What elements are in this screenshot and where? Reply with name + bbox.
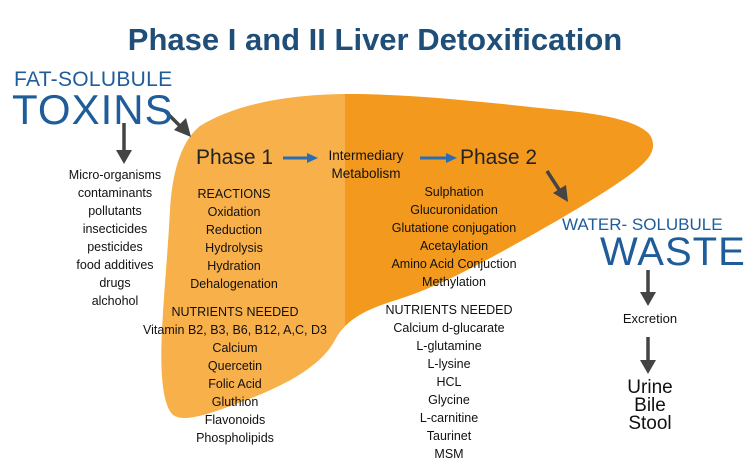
liver-left-lobe bbox=[161, 94, 345, 419]
phase2-nutrients-list: NUTRIENTS NEEDED Calcium d-glucarate L-g… bbox=[384, 301, 514, 463]
list-item: HCL bbox=[436, 375, 462, 389]
list-item: Vitamin B2, B3, B6, B12, A,C, D3 bbox=[143, 323, 327, 337]
list-item: Micro-organisms bbox=[68, 168, 162, 182]
list-item: Folic Acid bbox=[208, 377, 262, 391]
fat-soluble-label: FAT-SOLUBULE bbox=[14, 68, 173, 91]
phase2-reactions-list: Sulphation Glucuronidation Glutatione co… bbox=[372, 183, 536, 291]
list-item: L-glutamine bbox=[416, 339, 482, 353]
output-bile: Bile bbox=[634, 395, 666, 416]
list-item: Glutatione conjugation bbox=[391, 221, 517, 235]
list-item: Flavonoids bbox=[204, 413, 266, 427]
page-title: Phase I and II Liver Detoxification bbox=[127, 22, 623, 57]
list-item: contaminants bbox=[77, 186, 153, 200]
list-item: food additives bbox=[76, 258, 154, 272]
list-item: Oxidation bbox=[207, 205, 261, 219]
arrow-excretion-to-outputs bbox=[640, 337, 656, 374]
list-item: Acetaylation bbox=[419, 239, 489, 253]
list-item: Taurinet bbox=[426, 429, 472, 443]
list-item: Hydration bbox=[207, 259, 261, 273]
list-item: Sulphation bbox=[424, 185, 484, 199]
waste-label: WASTE bbox=[600, 230, 746, 274]
list-item: insecticides bbox=[82, 222, 148, 236]
list-item: Gluthion bbox=[211, 395, 259, 409]
list-item: Hydrolysis bbox=[205, 241, 263, 255]
intermediary-line2: Metabolism bbox=[331, 166, 401, 181]
water-soluble-label: WATER- SOLUBULE bbox=[562, 215, 723, 234]
list-item: L-carnitine bbox=[419, 411, 479, 425]
list-item: pollutants bbox=[88, 204, 142, 218]
arrow-intermediary-to-phase2 bbox=[420, 153, 457, 163]
phase2-nutrients-heading: NUTRIENTS NEEDED bbox=[385, 303, 513, 317]
arrow-toxins-to-phase1 bbox=[163, 109, 191, 137]
list-item: Amino Acid Conjuction bbox=[391, 257, 517, 271]
output-stool: Stool bbox=[628, 413, 672, 434]
list-item: L-lysine bbox=[427, 357, 471, 371]
arrow-phase2-to-waste bbox=[545, 170, 568, 202]
list-item: Methylation bbox=[422, 275, 486, 289]
list-item: drugs bbox=[99, 276, 131, 290]
list-item: Reduction bbox=[205, 223, 263, 237]
list-item: Dehalogenation bbox=[190, 277, 278, 291]
list-item: Calcium d-glucarate bbox=[393, 321, 505, 335]
list-item: Glucuronidation bbox=[410, 203, 498, 217]
phase1-nutrients-heading: NUTRIENTS NEEDED bbox=[171, 305, 299, 319]
intermediary-metabolism-label: Intermediary Metabolism bbox=[310, 147, 422, 183]
excretion-outputs: Urine Bile Stool bbox=[600, 377, 700, 434]
output-urine: Urine bbox=[627, 377, 673, 398]
list-item: pesticides bbox=[87, 240, 143, 254]
list-item: Phospholipids bbox=[196, 431, 274, 445]
phase1-nutrients-list: NUTRIENTS NEEDED Vitamin B2, B3, B6, B12… bbox=[130, 303, 340, 447]
toxins-label: TOXINS bbox=[12, 86, 174, 133]
toxin-sources-list: Micro-organisms contaminants pollutants … bbox=[55, 166, 175, 310]
phase1-label: Phase 1 bbox=[196, 146, 274, 169]
phase1-reactions-heading: REACTIONS bbox=[197, 187, 271, 201]
list-item: alchohol bbox=[91, 294, 139, 308]
list-item: MSM bbox=[434, 447, 464, 461]
list-item: Calcium bbox=[212, 341, 258, 355]
phase1-reactions-list: REACTIONS Oxidation Reduction Hydrolysis… bbox=[174, 185, 294, 293]
intermediary-line1: Intermediary bbox=[328, 148, 404, 163]
arrow-waste-to-excretion bbox=[640, 270, 656, 306]
list-item: Glycine bbox=[428, 393, 470, 407]
list-item: Quercetin bbox=[207, 359, 263, 373]
phase2-label: Phase 2 bbox=[460, 146, 538, 169]
excretion-label: Excretion bbox=[622, 311, 678, 326]
arrow-toxins-down bbox=[116, 123, 132, 164]
arrow-phase1-to-intermediary bbox=[283, 153, 318, 163]
